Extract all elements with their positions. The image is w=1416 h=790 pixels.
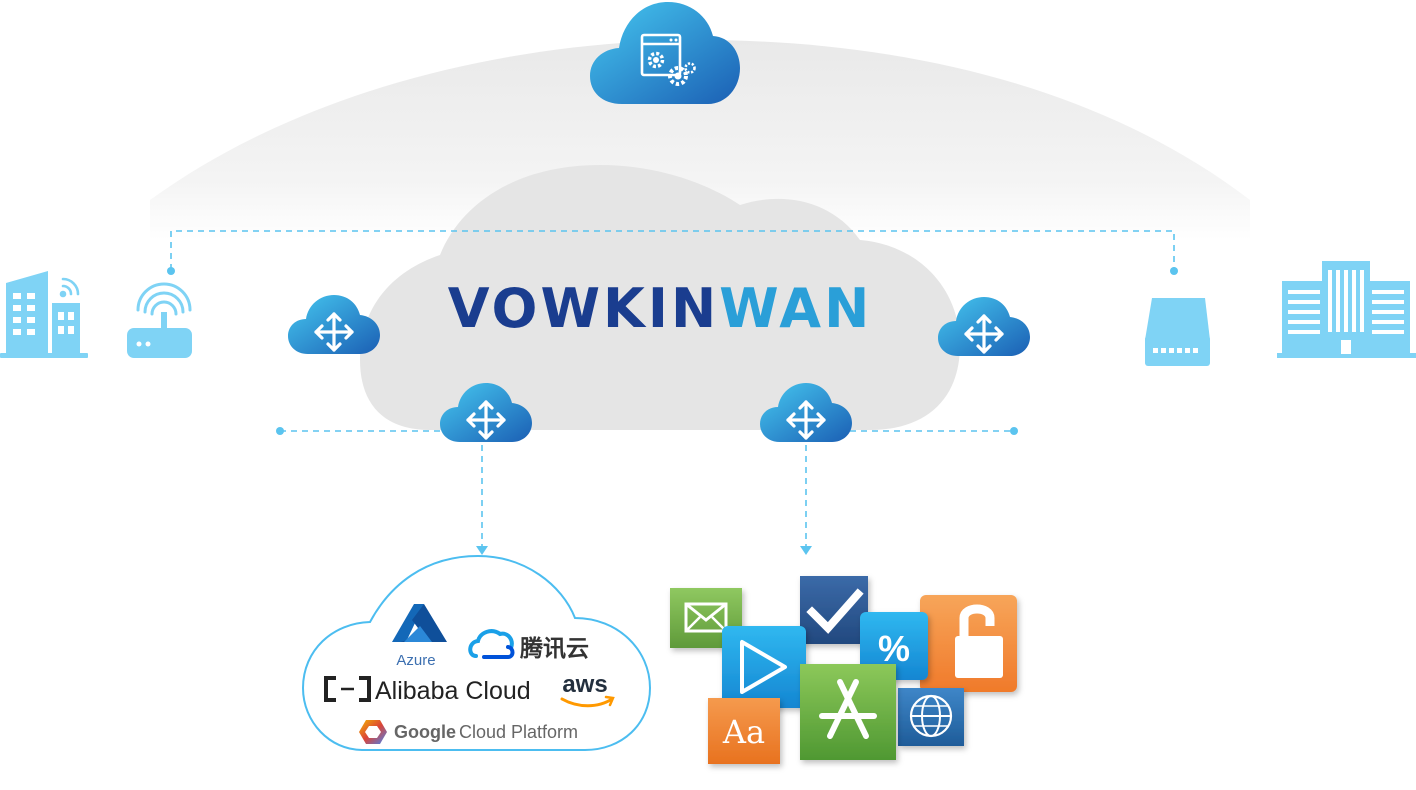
wifi-router-icon xyxy=(127,284,192,358)
application-tiles: % Aa xyxy=(670,576,1017,764)
checkmark-app-icon xyxy=(800,576,868,644)
cpe-device-icon xyxy=(1145,298,1210,366)
font-app-icon: Aa xyxy=(708,698,780,764)
brand-part-vowkin: VOWKIN xyxy=(448,277,719,340)
controller-cloud xyxy=(590,2,740,104)
google-product-text: Cloud Platform xyxy=(459,722,578,742)
google-brand-text: Google xyxy=(394,722,456,742)
alibaba-cloud-label: Alibaba Cloud xyxy=(375,677,531,705)
globe-app-icon xyxy=(898,688,964,746)
office-building-icon xyxy=(0,271,88,358)
azure-label: Azure xyxy=(396,652,435,669)
aws-label: aws xyxy=(562,671,607,698)
play-store-app-icon xyxy=(722,626,806,708)
edge-node-left-icon xyxy=(288,295,380,354)
headquarters-building-icon xyxy=(1277,261,1416,358)
unlock-app-icon xyxy=(920,595,1017,692)
tencent-cloud-label: 腾讯云 xyxy=(520,636,589,662)
brand-part-wan: WAN xyxy=(719,277,872,340)
brand-logo: VOWKINWAN xyxy=(448,277,873,340)
provider-cloud-outline xyxy=(303,556,650,750)
percent-symbol: % xyxy=(878,628,910,669)
app-store-icon xyxy=(800,664,896,760)
font-app-label: Aa xyxy=(722,713,765,751)
